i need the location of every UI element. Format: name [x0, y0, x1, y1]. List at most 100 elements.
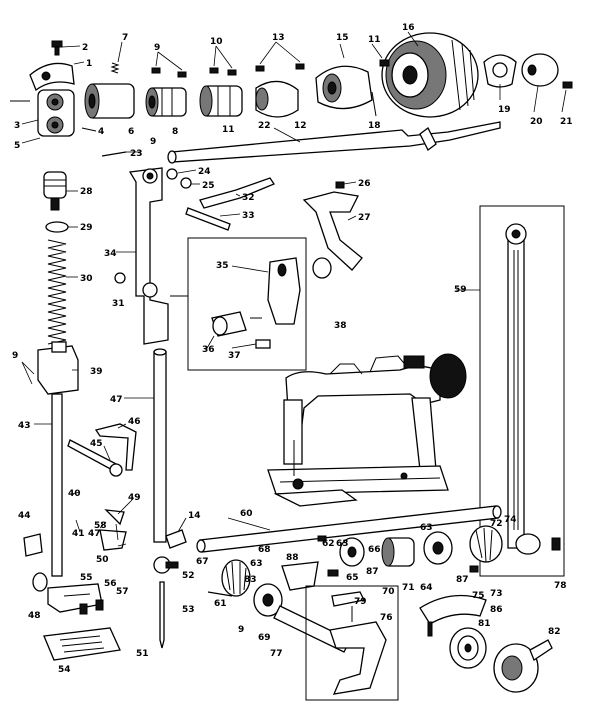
label-87a: 87 [366, 567, 379, 577]
label-43: 43 [18, 421, 31, 431]
label-29: 29 [80, 223, 93, 233]
part-screws-13 [255, 63, 305, 72]
label-58: 58 [94, 521, 107, 531]
label-9d: 9 [238, 625, 244, 635]
part-cylinder-8 [145, 87, 187, 117]
part-screw-2 [51, 40, 63, 56]
part-gear-73 [469, 525, 503, 563]
label-9c: 9 [12, 351, 18, 361]
label-54: 54 [58, 665, 71, 675]
part-bar-43 [51, 393, 63, 577]
label-82: 82 [548, 627, 561, 637]
label-47a: 47 [110, 395, 123, 405]
part-needle-53 [159, 581, 165, 649]
label-24: 24 [198, 167, 211, 177]
part-pin-61 [207, 591, 233, 597]
part-crank-27 [302, 181, 363, 279]
part-bushing-66 [339, 537, 365, 567]
top-row-parts [10, 32, 573, 137]
label-9b: 9 [150, 137, 156, 147]
label-8: 8 [172, 127, 178, 137]
label-69: 69 [258, 633, 271, 643]
label-3: 3 [14, 121, 20, 131]
part-screw-48 [32, 572, 48, 592]
label-53: 53 [182, 605, 195, 615]
label-5: 5 [14, 141, 20, 151]
label-2: 2 [82, 43, 88, 53]
part-bobbin-case-82 [493, 639, 553, 693]
label-71: 71 [402, 583, 415, 593]
part-screw-33 [185, 207, 231, 231]
label-76: 76 [380, 613, 393, 623]
part-bobbin-81 [449, 627, 487, 669]
label-74: 74 [504, 515, 517, 525]
part-screw-62 [317, 535, 327, 542]
label-41: 41 [72, 529, 85, 539]
part-assembly-59 [479, 205, 565, 577]
part-cylinder-6 [84, 83, 135, 119]
label-28: 28 [80, 187, 93, 197]
label-87b: 87 [456, 575, 469, 585]
center-left-parts [101, 151, 275, 649]
part-spring-30 [47, 239, 67, 345]
label-19: 19 [498, 105, 511, 115]
label-68: 68 [258, 545, 271, 555]
part-lever-32 [199, 177, 275, 209]
part-gear-67 [221, 559, 251, 597]
part-bushing-70 [381, 537, 415, 567]
part-ring-25 [180, 177, 192, 189]
bottom-center-parts [207, 525, 553, 701]
inset-box-38 [170, 237, 307, 371]
label-81: 81 [478, 619, 491, 629]
part-pin-23 [101, 151, 127, 157]
label-20: 20 [530, 117, 543, 127]
part-hook-77 [305, 585, 399, 701]
part-cam-12 [255, 80, 299, 118]
label-56: 56 [104, 579, 117, 589]
part-screw-75 [469, 565, 479, 573]
part-presser-foot-55 [47, 583, 103, 613]
part-spring-7 [110, 62, 120, 74]
label-16: 16 [402, 23, 415, 33]
part-collar-64 [423, 531, 453, 565]
label-88: 88 [286, 553, 299, 563]
label-47b: 47 [88, 529, 101, 539]
label-22: 22 [258, 121, 271, 131]
label-46: 46 [128, 417, 141, 427]
label-4: 4 [98, 127, 104, 137]
part-shaft-60 [196, 505, 502, 553]
label-62: 62 [322, 539, 335, 549]
label-63c: 63 [420, 523, 433, 533]
part-clutch-19 [483, 54, 517, 88]
label-72: 72 [490, 519, 503, 529]
label-66: 66 [368, 545, 381, 555]
label-11b: 11 [368, 35, 381, 45]
left-column-parts [23, 171, 137, 661]
sewing-machine-assembled [267, 353, 467, 507]
part-bracket-39 [37, 341, 79, 395]
label-50: 50 [96, 555, 109, 565]
label-67: 67 [196, 557, 209, 567]
label-11a: 11 [222, 125, 235, 135]
label-52: 52 [182, 571, 195, 581]
label-51: 51 [136, 649, 149, 659]
label-15: 15 [336, 33, 349, 43]
part-cylinder-11 [199, 85, 243, 117]
label-73: 73 [490, 589, 503, 599]
part-screw-78 [551, 537, 561, 551]
label-23: 23 [130, 149, 143, 159]
label-35: 35 [216, 261, 229, 271]
part-handwheel-16 [381, 32, 479, 118]
part-screws-9 [151, 67, 187, 78]
label-14: 14 [188, 511, 201, 521]
leader-lines [21, 31, 567, 547]
label-27: 27 [358, 213, 371, 223]
label-30: 30 [80, 274, 93, 284]
label-38: 38 [334, 321, 347, 331]
part-knob-28 [43, 171, 67, 211]
label-36: 36 [202, 345, 215, 355]
label-21: 21 [560, 117, 573, 127]
label-63a: 63 [336, 539, 349, 549]
part-parts-49-50 [99, 509, 127, 551]
